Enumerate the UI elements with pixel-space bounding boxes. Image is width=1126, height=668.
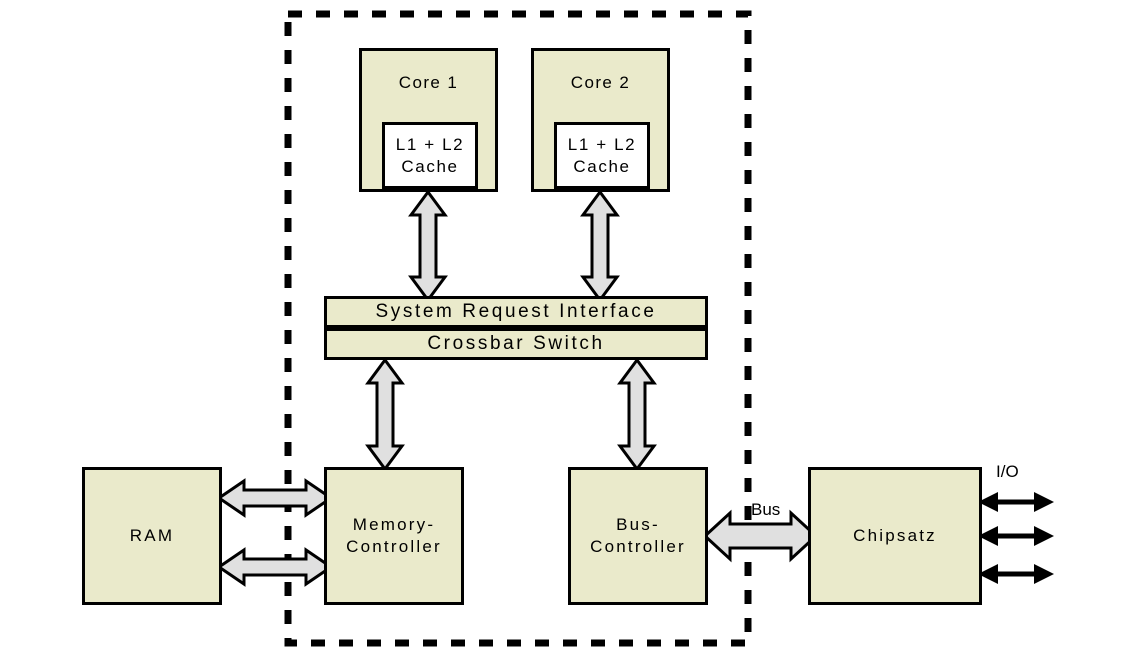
ram-label: RAM bbox=[129, 526, 175, 546]
core-2-cache-box[interactable]: L1 + L2 Cache bbox=[554, 122, 650, 189]
arrow-core1-to-sri bbox=[408, 189, 448, 303]
arrow-ram-to-memory-controller-upper bbox=[216, 478, 334, 518]
io-arrow-head-3-right bbox=[1034, 564, 1054, 584]
io-arrow-head-2-right bbox=[1034, 526, 1054, 546]
core-1-cache-box[interactable]: L1 + L2 Cache bbox=[382, 122, 478, 189]
core-1-title: Core 1 bbox=[398, 73, 459, 92]
arrow-core2-to-sri bbox=[580, 189, 620, 303]
bus-controller-label: Bus- Controller bbox=[590, 515, 686, 556]
io-arrow-head-1-right bbox=[1034, 492, 1054, 512]
memory-controller-box[interactable]: Memory- Controller bbox=[324, 467, 464, 605]
crossbar-switch-label: Crossbar Switch bbox=[427, 333, 605, 354]
core-2-title: Core 2 bbox=[570, 73, 631, 92]
chipsatz-label: Chipsatz bbox=[853, 526, 937, 546]
io-arrow-group bbox=[978, 492, 1054, 584]
system-request-interface-bar[interactable]: System Request Interface bbox=[324, 296, 708, 328]
arrow-crossbar-to-bus-controller bbox=[617, 357, 657, 472]
cpu-boundary-dashed-rect bbox=[284, 10, 752, 647]
chipsatz-box[interactable]: Chipsatz bbox=[808, 467, 982, 605]
crossbar-switch-bar[interactable]: Crossbar Switch bbox=[324, 328, 708, 360]
io-arrow-head-2-left bbox=[978, 526, 998, 546]
io-arrow-head-1-left bbox=[978, 492, 998, 512]
bus-connection-label: Bus bbox=[751, 500, 781, 519]
io-arrow-head-3-left bbox=[978, 564, 998, 584]
bus-controller-box[interactable]: Bus- Controller bbox=[568, 467, 708, 605]
core-1-cache-label: L1 + L2 Cache bbox=[395, 135, 465, 176]
ram-box[interactable]: RAM bbox=[82, 467, 222, 605]
arrow-crossbar-to-memory-controller bbox=[365, 357, 405, 472]
system-request-interface-label: System Request Interface bbox=[375, 301, 657, 322]
io-connection-label: I/O bbox=[996, 462, 1019, 481]
core-2-cache-label: L1 + L2 Cache bbox=[567, 135, 637, 176]
arrow-ram-to-memory-controller-lower bbox=[216, 547, 334, 587]
memory-controller-label: Memory- Controller bbox=[346, 515, 442, 556]
